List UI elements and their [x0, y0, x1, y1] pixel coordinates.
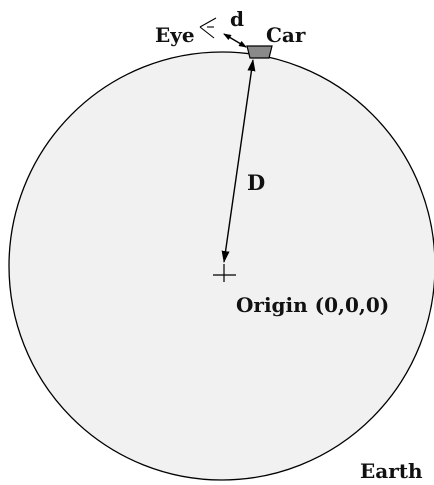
d-label: d — [230, 7, 244, 31]
d-arrow — [223, 33, 247, 48]
D-arrow — [221, 59, 256, 263]
earth-circle — [8, 51, 434, 481]
car-label: Car — [266, 23, 306, 47]
eye-label: Eye — [155, 23, 195, 47]
eye-icon — [199, 17, 217, 39]
car-shape — [246, 45, 273, 59]
earth-label: Earth — [360, 459, 423, 483]
origin-marker — [213, 264, 236, 282]
D-label: D — [247, 170, 265, 195]
origin-label: Origin (0,0,0) — [236, 293, 389, 317]
